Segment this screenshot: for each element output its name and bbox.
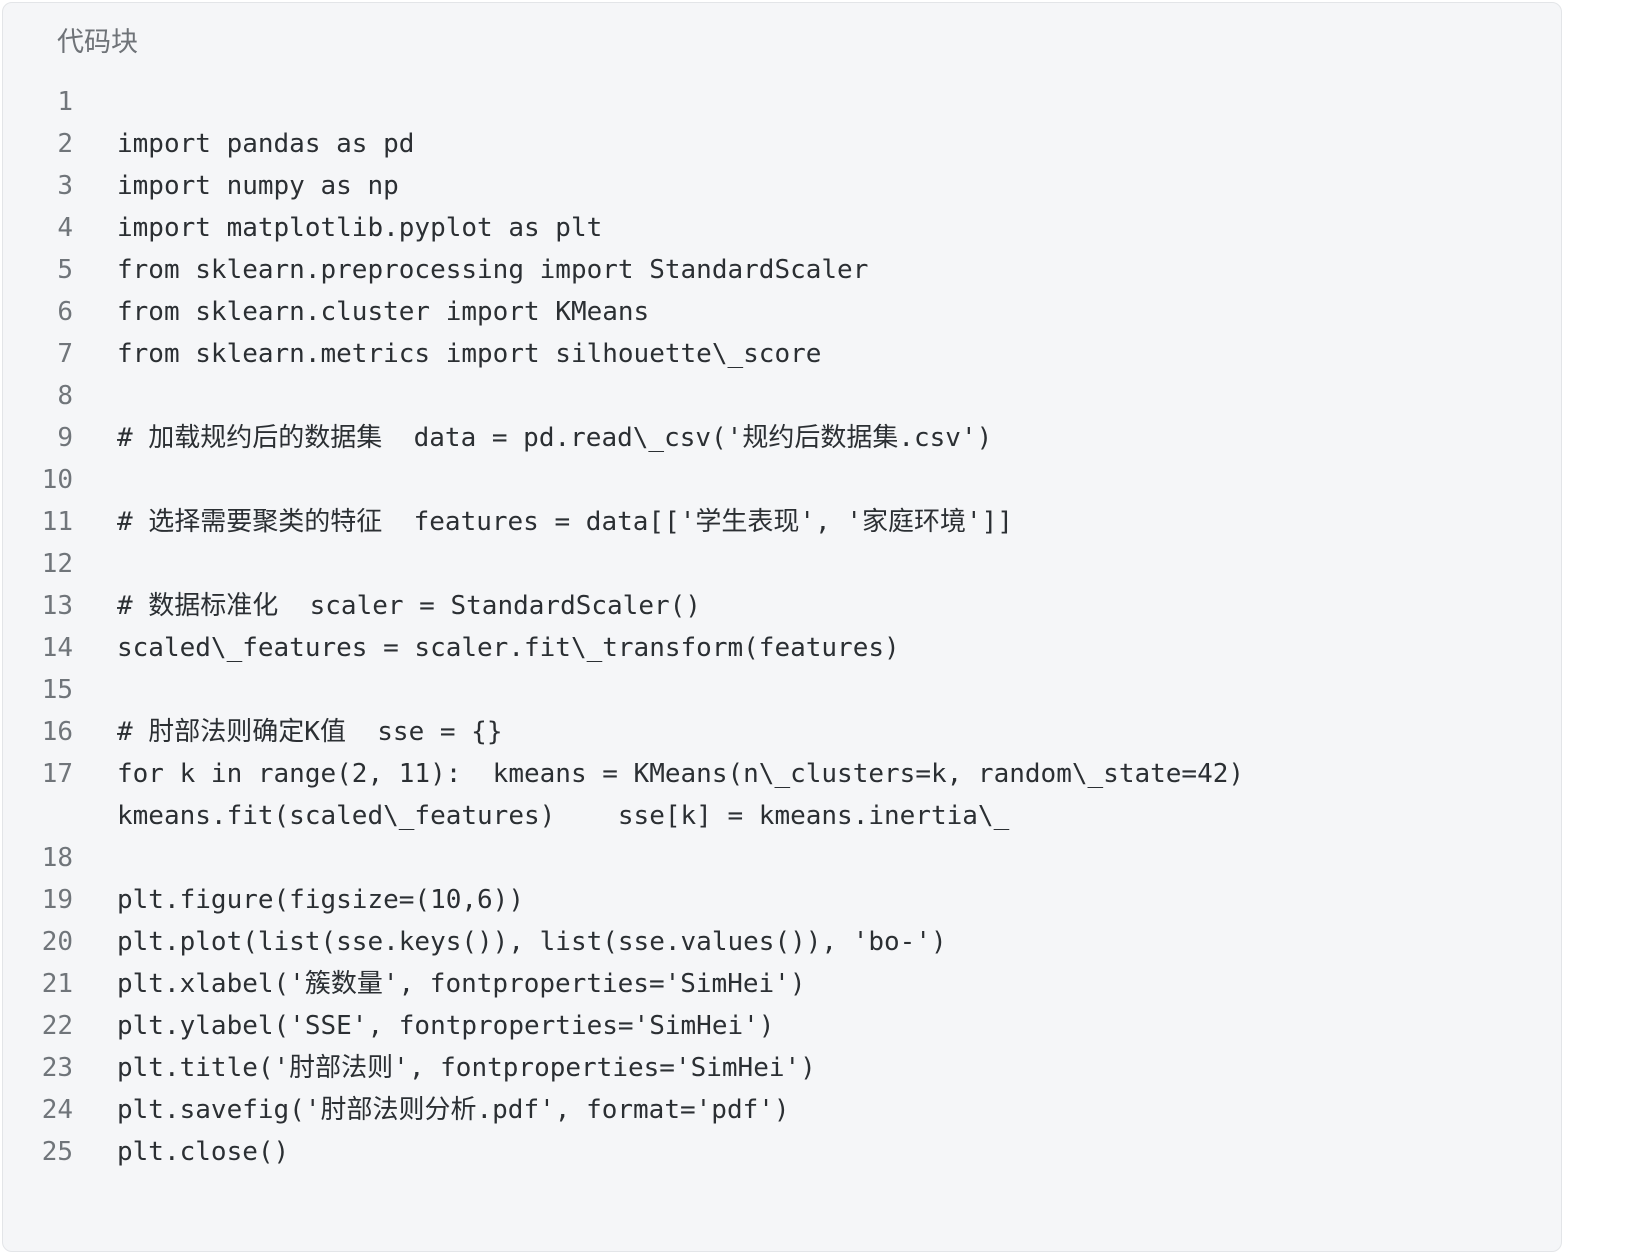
line-number: 6 <box>57 297 73 327</box>
line-code: plt.close() <box>117 1137 290 1167</box>
code-line: 2 import pandas as pd <box>3 123 1561 165</box>
line-number: 22 <box>41 1011 73 1041</box>
code-line: 21 plt.xlabel('簇数量', fontproperties='SimH… <box>3 963 1561 1005</box>
code-line: 7 from sklearn.metrics import silhouette\… <box>3 333 1561 375</box>
line-code: plt.xlabel('簇数量', fontproperties='SimHei… <box>117 969 806 999</box>
line-code: plt.figure(figsize=(10,6)) <box>117 885 524 915</box>
code-line: 5 from sklearn.preprocessing import Stand… <box>3 249 1561 291</box>
code-line: 12 <box>3 543 1561 585</box>
code-line: 24 plt.savefig('肘部法则分析.pdf', format='pdf'… <box>3 1089 1561 1131</box>
code-line: 18 <box>3 837 1561 879</box>
code-lines[interactable]: 1 2 import pandas as pd 3 import numpy as … <box>3 81 1561 1173</box>
code-line: 14 scaled\_features = scaler.fit\_transfo… <box>3 627 1561 669</box>
line-code: # 数据标准化 scaler = StandardScaler() <box>117 591 701 621</box>
code-line: 23 plt.title('肘部法则', fontproperties='SimH… <box>3 1047 1561 1089</box>
line-number: 10 <box>41 465 73 495</box>
line-number: 1 <box>57 87 73 117</box>
line-code: plt.plot(list(sse.keys()), list(sse.valu… <box>117 927 947 957</box>
code-line: 11 # 选择需要聚类的特征 features = data[['学生表现', '… <box>3 501 1561 543</box>
line-code: import numpy as np <box>117 171 399 201</box>
line-number: 7 <box>57 339 73 369</box>
line-number: 5 <box>57 255 73 285</box>
line-number: 19 <box>41 885 73 915</box>
code-line: 19 plt.figure(figsize=(10,6)) <box>3 879 1561 921</box>
line-number: 8 <box>57 381 73 411</box>
code-line: 15 <box>3 669 1561 711</box>
line-number: 2 <box>57 129 73 159</box>
code-line: 16 # 肘部法则确定K值 sse = {} <box>3 711 1561 753</box>
code-line: 10 <box>3 459 1561 501</box>
line-number: 4 <box>57 213 73 243</box>
line-number: 14 <box>41 633 73 663</box>
code-block: 代码块 1 2 import pandas as pd 3 import numpy… <box>2 2 1562 1252</box>
code-line: 1 <box>3 81 1561 123</box>
line-code: from sklearn.metrics import silhouette\_… <box>117 339 822 369</box>
line-code: import matplotlib.pyplot as plt <box>117 213 603 243</box>
line-number: 17 <box>41 759 73 789</box>
line-code: from sklearn.preprocessing import Standa… <box>117 255 869 285</box>
code-line: 17 for k in range(2, 11): kmeans = KMeans… <box>3 753 1561 795</box>
line-number: 9 <box>57 423 73 453</box>
line-number: 18 <box>41 843 73 873</box>
line-number: 25 <box>41 1137 73 1167</box>
line-number: 21 <box>41 969 73 999</box>
line-code: from sklearn.cluster import KMeans <box>117 297 650 327</box>
line-number: 12 <box>41 549 73 579</box>
line-code: import pandas as pd <box>117 129 415 159</box>
line-code: scaled\_features = scaler.fit\_transform… <box>117 633 900 663</box>
code-line: 25 plt.close() <box>3 1131 1561 1173</box>
line-number: 16 <box>41 717 73 747</box>
line-code: plt.savefig('肘部法则分析.pdf', format='pdf') <box>117 1095 790 1125</box>
code-line: 6 from sklearn.cluster import KMeans <box>3 291 1561 333</box>
line-number: 13 <box>41 591 73 621</box>
code-line: 3 import numpy as np <box>3 165 1561 207</box>
line-code: for k in range(2, 11): kmeans = KMeans(n… <box>117 759 1245 789</box>
line-number: 11 <box>41 507 73 537</box>
code-line: 9 # 加载规约后的数据集 data = pd.read\_csv('规约后数据集… <box>3 417 1561 459</box>
line-code: plt.title('肘部法则', fontproperties='SimHei… <box>117 1053 816 1083</box>
line-number: 24 <box>41 1095 73 1125</box>
code-line: 22 plt.ylabel('SSE', fontproperties='SimH… <box>3 1005 1561 1047</box>
line-code: plt.ylabel('SSE', fontproperties='SimHei… <box>117 1011 775 1041</box>
line-code: # 肘部法则确定K值 sse = {} <box>117 717 503 747</box>
code-line: 4 import matplotlib.pyplot as plt <box>3 207 1561 249</box>
code-line-continuation: kmeans.fit(scaled\_features) sse[k] = km… <box>3 795 1561 837</box>
line-code: kmeans.fit(scaled\_features) sse[k] = km… <box>117 801 1010 831</box>
line-code: # 加载规约后的数据集 data = pd.read\_csv('规约后数据集.… <box>117 423 993 453</box>
code-line: 8 <box>3 375 1561 417</box>
line-number: 3 <box>57 171 73 201</box>
line-number: 23 <box>41 1053 73 1083</box>
code-block-title: 代码块 <box>57 27 138 58</box>
code-line: 13 # 数据标准化 scaler = StandardScaler() <box>3 585 1561 627</box>
line-number: 15 <box>41 675 73 705</box>
line-number: 20 <box>41 927 73 957</box>
code-line: 20 plt.plot(list(sse.keys()), list(sse.va… <box>3 921 1561 963</box>
line-code: # 选择需要聚类的特征 features = data[['学生表现', '家庭… <box>117 507 1013 537</box>
